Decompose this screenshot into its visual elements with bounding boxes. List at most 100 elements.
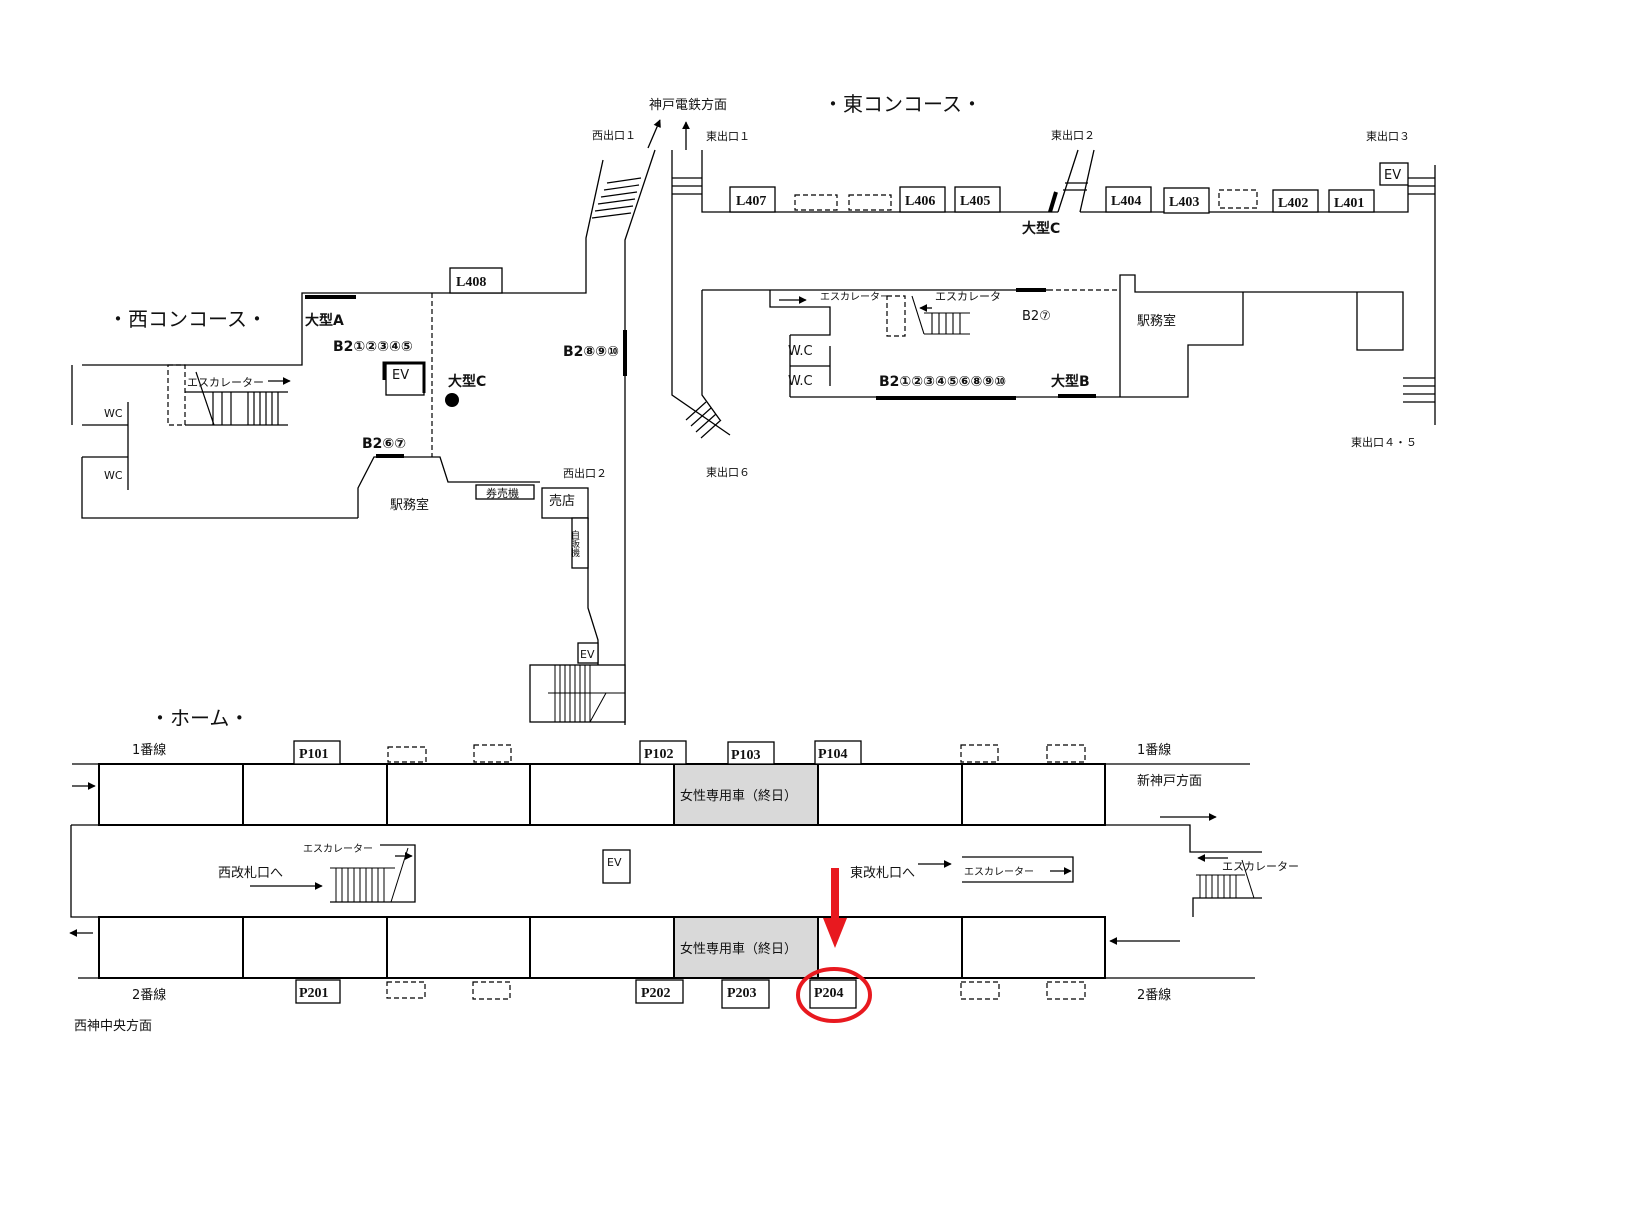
- exit-label: 東出口１: [706, 129, 750, 143]
- exit-label: 東出口６: [706, 465, 750, 479]
- locker-P202: P202: [635, 979, 684, 1004]
- locker-P101: P101: [293, 740, 341, 765]
- train-cars-track-1: [98, 763, 1106, 826]
- train-car: [961, 916, 1106, 979]
- train-car: [386, 763, 531, 826]
- large-locker-c-marker: [1048, 191, 1058, 213]
- elevator-box: [1379, 162, 1409, 186]
- locker-empty: [473, 744, 512, 763]
- kiosk-box: [541, 487, 589, 519]
- escalator-label: エスカレーター: [187, 376, 264, 389]
- b2-67-label: B2⑥⑦: [362, 436, 406, 452]
- locker-P204: P204: [809, 979, 857, 1009]
- elevator-label: EV: [607, 856, 622, 869]
- elevator-label: EV: [392, 368, 409, 383]
- escalator-label: エスカレーター: [820, 291, 890, 303]
- locker-label: L405: [960, 194, 990, 209]
- train-car: [98, 916, 244, 979]
- elevator-label: EV: [580, 648, 595, 661]
- escalator-area: [886, 295, 906, 337]
- escalator-label: エスカレーター: [1222, 860, 1299, 873]
- locker-empty: [386, 981, 426, 999]
- direction-label: 新神戸方面: [1137, 773, 1202, 789]
- locker-P104: P104: [814, 740, 862, 765]
- ticket-machine-box: [475, 484, 535, 500]
- locker-empty: [848, 194, 892, 211]
- direction-label: 西神中央方面: [74, 1018, 152, 1034]
- track-label: 1番線: [132, 742, 166, 758]
- ticket-machine-label: 券売機: [486, 486, 519, 500]
- platform-outline: [70, 824, 1262, 918]
- large-locker-c-label: 大型C: [1022, 220, 1060, 237]
- direction-label: 神戸電鉄方面: [649, 97, 727, 113]
- locker-label: P102: [644, 747, 674, 762]
- locker-empty: [960, 744, 999, 763]
- elevator-box: [602, 849, 631, 884]
- stairs-icon: [672, 177, 1435, 439]
- station-office-label: 駅務室: [390, 497, 429, 513]
- highlight-arrow-icon: [823, 868, 847, 948]
- women-only-car-label: 女性専用車（終日）: [680, 941, 797, 957]
- arrow-icon: [647, 119, 661, 149]
- locker-label: P202: [641, 986, 671, 1001]
- locker-empty: [960, 981, 1000, 1000]
- platform-title: ・ホーム・: [150, 706, 249, 730]
- locker-empty: [1046, 981, 1086, 1000]
- exit-label: 東出口４・５: [1351, 435, 1417, 449]
- track-label: 2番線: [132, 987, 166, 1003]
- locker-empty: [472, 981, 511, 1000]
- stairs-icon: [330, 847, 409, 903]
- vending-machine-box: [571, 517, 589, 569]
- b2-12345-label: B2①②③④⑤: [333, 339, 413, 355]
- locker-empty: [1046, 744, 1086, 763]
- locker-P102: P102: [639, 740, 687, 765]
- stairs-icon: [185, 371, 288, 426]
- to-west-gate-label: 西改札口へ: [218, 866, 283, 881]
- escalator-area: [167, 364, 186, 426]
- stairs-icon: [548, 665, 625, 723]
- wc-label: W.C: [788, 374, 813, 389]
- east-concourse: ・東コンコース・ 東出口１ 東出口２ 東出口３ 東出口４・５ 東出口６ 大型C …: [671, 92, 1436, 479]
- locker-label: L407: [736, 194, 766, 209]
- locker-label: P203: [727, 986, 757, 1001]
- wc-label: WC: [104, 469, 123, 482]
- west-concourse: ・西コンコース・ L408 大型A B2①②③④⑤ EV 大型C B2⑥⑦ B2…: [71, 97, 727, 725]
- to-east-gate-label: 東改札口へ: [850, 865, 915, 881]
- exit-label: 東出口３: [1366, 129, 1410, 143]
- locker-L408: [449, 267, 503, 294]
- locker-label: P101: [299, 747, 329, 762]
- large-locker-c-label: 大型C: [448, 373, 486, 390]
- locker-empty: [794, 194, 838, 211]
- train-car: [961, 763, 1106, 826]
- large-locker-a-label: 大型A: [305, 312, 344, 329]
- wc-label: WC: [104, 407, 123, 420]
- women-only-car-label: 女性専用車（終日）: [680, 788, 797, 804]
- escalator-label: エスカレータ: [935, 290, 1001, 303]
- station-office-label: 駅務室: [1137, 313, 1176, 329]
- b2-8910-label: B2⑧⑨⑩: [563, 344, 619, 360]
- east-walls: [671, 149, 1436, 436]
- train-car: [529, 916, 675, 979]
- b2-all-label: B2①②③④⑤⑥⑧⑨⑩: [879, 374, 1006, 390]
- exit-label: 東出口２: [1051, 128, 1095, 142]
- locker-label: P104: [818, 747, 848, 762]
- train-car: [98, 763, 244, 826]
- train-car: [242, 763, 388, 826]
- train-cars-track-2: [98, 916, 1106, 979]
- kiosk-label: 売店: [549, 493, 575, 509]
- stairs-icon: [591, 177, 642, 219]
- escalator-label: エスカレーター: [964, 866, 1034, 878]
- locker-P201: P201: [295, 979, 341, 1004]
- train-car: [529, 763, 675, 826]
- exit-label: 西出口２: [563, 466, 607, 480]
- locker-label: L404: [1111, 194, 1141, 209]
- track-label: 2番線: [1137, 987, 1171, 1003]
- highlight-circle: [796, 967, 872, 1023]
- locker-label: P103: [731, 748, 761, 763]
- train-car: [386, 916, 531, 979]
- train-car: [817, 763, 963, 826]
- track-label: 1番線: [1137, 742, 1171, 758]
- locker-label: L402: [1278, 196, 1308, 211]
- west-concourse-title: ・西コンコース・: [108, 307, 267, 331]
